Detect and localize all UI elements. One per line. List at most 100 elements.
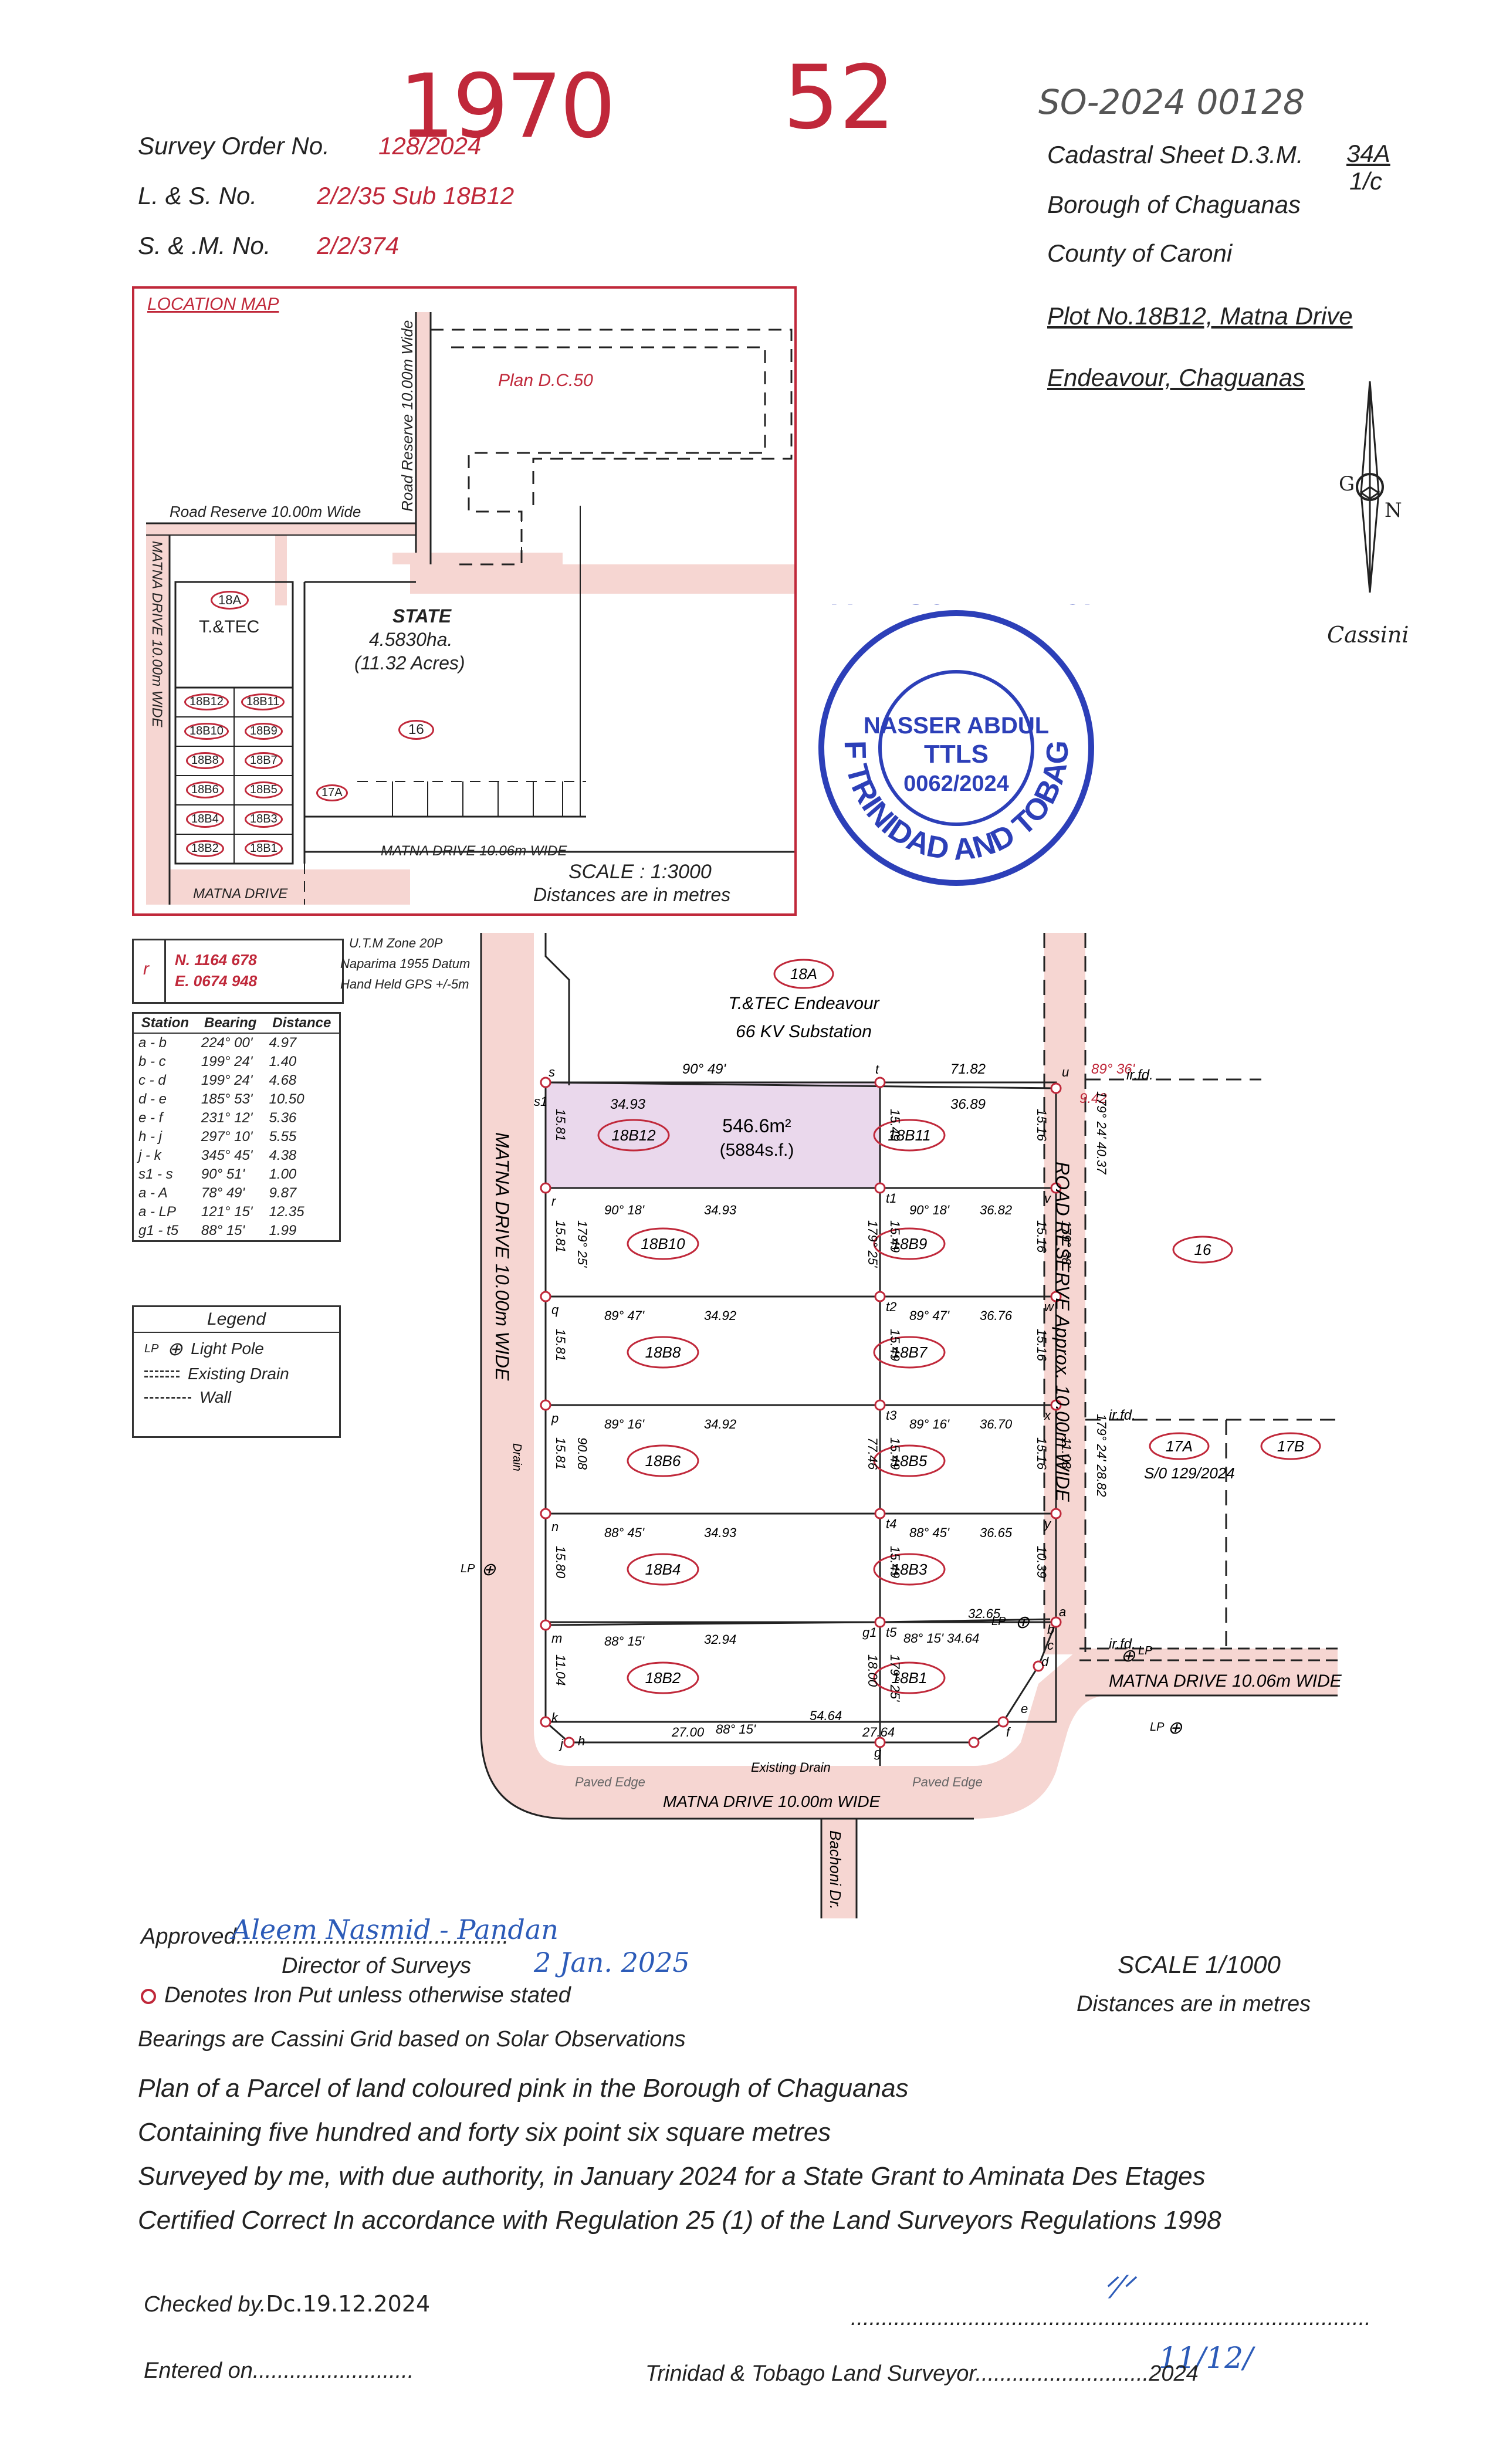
plan-row-bearing: 88° 45' [604,1525,645,1540]
handwritten-reference: SO-2024 00128 [1038,82,1305,122]
plan-station: c [1047,1638,1054,1653]
drain-icon [144,1370,180,1377]
plan-lp-left: LP [461,1562,475,1575]
plan-row-extra: 88° 15' 34.64 [903,1631,979,1646]
plan-station: g [874,1745,882,1760]
station-header: Station [141,1015,189,1031]
plan-station: k [551,1710,559,1725]
approved-label-text: Approved. [141,1924,243,1949]
plan-lot: 18B10 [641,1235,685,1253]
surveyor-date: 11/12/ [1159,2341,1253,2375]
plan-right-dist: 36.70 [980,1417,1013,1431]
plan-v-dist: 15.81 [553,1329,568,1361]
survey-order-label: Survey Order No. [138,132,330,160]
plan-scale: SCALE 1/1000 [1118,1951,1281,1978]
plan-row-bearing: 89° 47' [604,1308,645,1323]
plan-row-bearing: 90° 18' [604,1203,645,1217]
location-map-plan: Plan D.C.50 [498,371,593,390]
plan-station: d [1041,1654,1049,1669]
plan-lot: 18B4 [645,1561,681,1578]
plot-number: Plot No.18B12, Matna Drive [1047,302,1353,330]
legend-wall-label: Wall [199,1388,231,1406]
distance-header: Distance [272,1015,331,1031]
plan-top-dist-left: 34.93 [610,1096,646,1112]
location-map-lot: 18B3 [245,811,283,828]
location-map-lot-18A: 18A [211,591,249,610]
legend-drain-label: Existing Drain [188,1365,289,1383]
plan-left-total: 90.08 [575,1437,590,1470]
plan-station: h [578,1734,585,1748]
location-map-matna-wide: MATNA DRIVE 10.06m WIDE [381,843,567,859]
iron-put-icon [141,1988,156,2004]
legend-light-pole-label: Light Pole [191,1339,264,1358]
plan-r-dist: 10.39 [1034,1546,1049,1578]
plan-lp-road: LP [1138,1644,1153,1657]
plan-station: t5 [886,1625,897,1640]
county: County of Caroni [1047,239,1233,267]
seal-title: TTLS [924,740,989,769]
approved-dots: ........................................… [242,1924,509,1949]
plan-mid-dist: 18.00 [865,1654,880,1687]
location-map-lot: 18B10 [184,723,229,740]
plan-substation: 66 KV Substation [736,1022,872,1041]
iron-put-note: Denotes Iron Put unless otherwise stated [141,1983,571,2008]
stamp-number-52: 52 [783,47,895,149]
plan-v-dist: 15.80 [553,1546,568,1579]
plan-lot: 18B1 [892,1669,928,1687]
land-survey-board-seal: LAND SURVEY BOARD OF TRINIDAD AND TOBAGO… [813,604,1100,886]
ls-number-label: L. & S. No. [138,182,258,209]
plan-station: s [549,1065,555,1079]
plan-right-bearing-2: 179° 24' 28.82 [1094,1414,1109,1497]
plan-area-m2: 546.6m² [722,1115,791,1136]
location-map-lot: 18B12 [184,693,229,710]
light-pole-icon: ⊕ [481,1560,496,1579]
plan-station: t4 [886,1517,896,1531]
legend-lp-abbr: LP [144,1342,159,1355]
plan-left-dist: 34.93 [704,1525,737,1540]
plan-station: t1 [886,1191,896,1206]
plan-mid-bearing-2: 179° 25' [888,1654,902,1702]
plan-r-dist: 15.16 [1034,1437,1049,1470]
plan-u-bearing: 89° 36' [1091,1061,1136,1077]
plan-area-sf: (5884s.f.) [720,1140,794,1160]
location-map-title: LOCATION MAP [147,295,279,314]
cadastral-sheet-label: Cadastral Sheet D.3.M. [1047,141,1304,168]
location-map-lot: 18B8 [186,752,224,769]
plan-station: q [551,1302,559,1317]
plan-v-dist: 15.81 [553,1109,568,1141]
plan-road-reserve: ROAD RESERVE Approx. 10.00m WIDE [1052,1162,1073,1502]
plan-right-dist: 36.76 [980,1308,1013,1323]
plan-station: f [1006,1725,1011,1739]
plan-left-dist: 34.92 [704,1417,736,1431]
plan-paved-edge-left: Paved Edge [575,1775,645,1789]
approved-label: Approved................................… [141,1924,509,1949]
director-date: 2 Jan. 2025 [534,1947,690,1978]
plan-v-dist: 15.81 [553,1220,568,1253]
location-map-lot: 18B4 [186,811,224,828]
stamp-number-1970: 1970 [399,56,616,158]
wall-icon [144,1396,191,1399]
plan-right-dist: 36.82 [980,1203,1012,1217]
plan-station: s1 [534,1094,547,1109]
checked-by: Checked by.Dc.19.12.2024 [144,2291,430,2317]
location-map-lot: 18B11 [241,693,285,710]
light-pole-icon: ⊕ [167,1338,183,1359]
iron-put-text: Denotes Iron Put unless otherwise stated [164,1983,571,2008]
plan-right-bearing-col: 179° 38' [1059,1220,1074,1268]
seal-number: 0062/2024 [903,771,1009,796]
place: Endeavour, Chaguanas [1047,364,1305,391]
director-of-surveys: Director of Surveys [282,1954,472,1978]
plan-station: a [1059,1605,1066,1619]
plan-right-dist: 32.65 [968,1606,1001,1621]
director-signature: Aleem Nasmid - Pandan [232,1914,559,1945]
bearings-note: Bearings are Cassini Grid based on Solar… [138,2027,686,2052]
utm-e: E. 0674 948 [175,972,258,990]
location-map-lot-17A: 17A [316,784,348,801]
entered-on: Entered on.......................... [144,2358,414,2384]
